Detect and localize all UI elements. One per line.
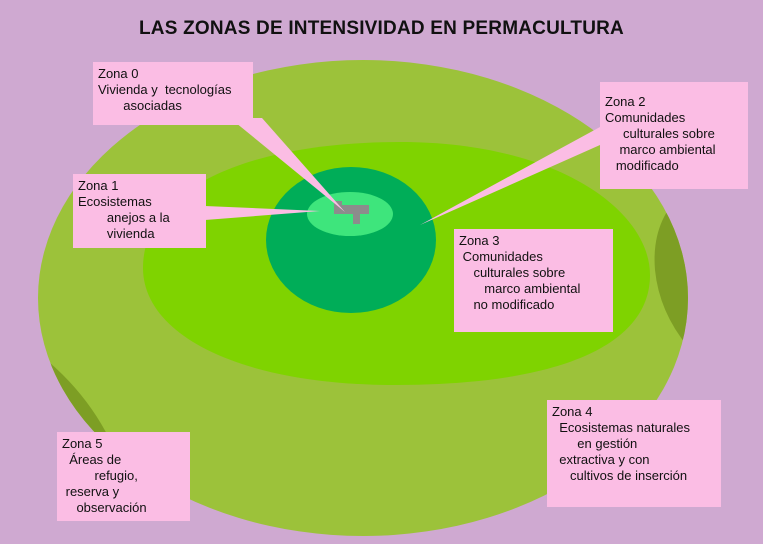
- pointer-zona-2: [420, 127, 600, 225]
- zona-0-title: Zona 0: [98, 66, 139, 81]
- pointer-zona-0: [230, 118, 345, 212]
- zona-2-line: Comunidades: [605, 110, 686, 125]
- pointer-zona-1: [205, 206, 320, 220]
- zona-5-line: refugio,: [62, 468, 138, 483]
- zona-2-line: modificado: [605, 158, 679, 173]
- zona-1-label: Zona 1 Ecosistemas anejos a la vivienda: [73, 174, 206, 248]
- zona-3-line: Comunidades: [459, 249, 543, 264]
- zona-5-label: Zona 5 Áreas de refugio, reserva y obser…: [57, 432, 190, 521]
- zona-1-title: Zona 1: [78, 178, 119, 193]
- zona-4-title: Zona 4: [552, 404, 593, 419]
- zona-1-line: Ecosistemas: [78, 194, 152, 209]
- zona-5-title: Zona 5: [62, 436, 103, 451]
- zona-3-line: culturales sobre: [459, 265, 566, 280]
- diagram-title: LAS ZONAS DE INTENSIVIDAD EN PERMACULTUR…: [139, 18, 624, 39]
- zona-4-line: extractiva y con: [552, 452, 650, 467]
- zona-2-title: Zona 2: [605, 94, 646, 109]
- zona-0-line: Vivienda y tecnologías: [98, 82, 232, 97]
- zona-4-line: Ecosistemas naturales: [552, 420, 691, 435]
- outer-wedge-right: [654, 180, 688, 360]
- zona-4-line: cultivos de inserción: [552, 468, 688, 483]
- zone-2-area: [266, 167, 436, 313]
- zona-5-line: reserva y: [62, 484, 120, 499]
- zona-1-line: vivienda: [78, 226, 155, 241]
- zona-1-line: anejos a la: [78, 210, 170, 225]
- zona-5-line: observación: [62, 500, 147, 515]
- zona-3-line: no modificado: [459, 297, 555, 312]
- zona-3-line: marco ambiental: [459, 281, 581, 296]
- zona-5-line: Áreas de: [62, 452, 122, 467]
- zona-4-line: en gestión: [552, 436, 638, 451]
- zona-2-line: culturales sobre: [605, 126, 715, 141]
- zona-2-label: Zona 2 Comunidades culturales sobre marc…: [600, 82, 748, 189]
- zona-3-title: Zona 3: [459, 233, 500, 248]
- zona-0-line: asociadas: [98, 98, 182, 113]
- zona-3-label: Zona 3 Comunidades culturales sobre marc…: [454, 229, 613, 332]
- zona-2-line: marco ambiental: [605, 142, 716, 157]
- zona-4-label: Zona 4 Ecosistemas naturales en gestión …: [547, 400, 721, 507]
- house-icon: [334, 201, 369, 224]
- zona-0-label: Zona 0 Vivienda y tecnologías asociadas: [93, 62, 253, 125]
